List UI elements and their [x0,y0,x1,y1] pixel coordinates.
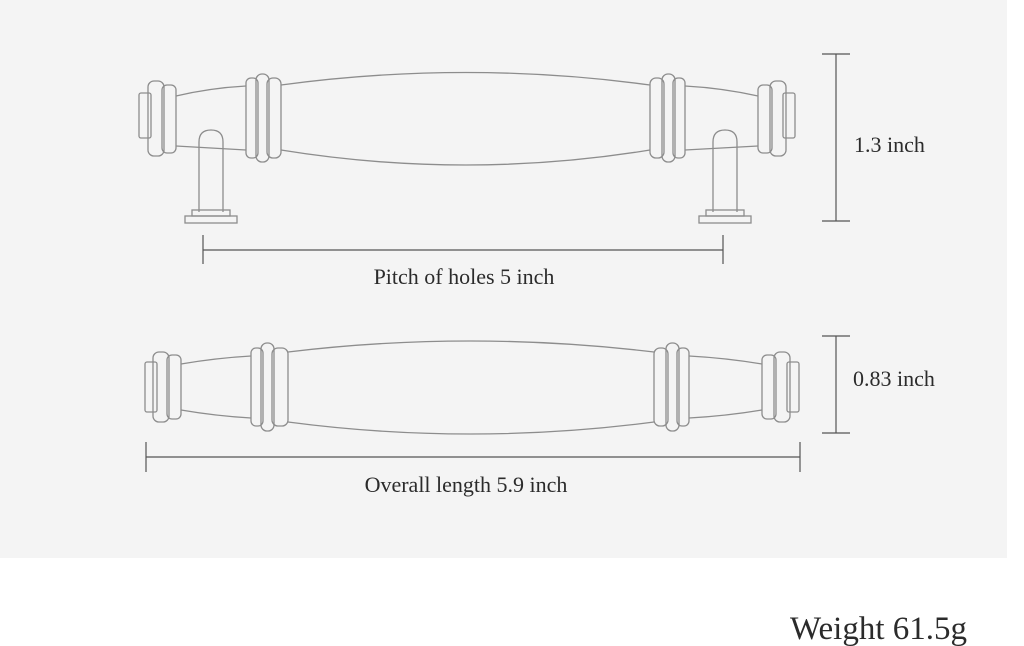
height-label-bottom: 0.83 inch [853,366,935,391]
pitch-label: Pitch of holes 5 inch [374,264,555,289]
height-dimension-top [822,53,850,222]
weight-label: Weight 61.5g [790,611,967,646]
length-dimension [145,442,801,472]
handle-side-view [138,71,796,224]
length-label: Overall length 5.9 inch [365,472,568,497]
height-label-top: 1.3 inch [854,132,925,157]
drawing-panel [0,0,1007,558]
handle-front-view [144,340,800,435]
height-dimension-bottom [822,335,850,434]
pitch-dimension [202,235,724,264]
